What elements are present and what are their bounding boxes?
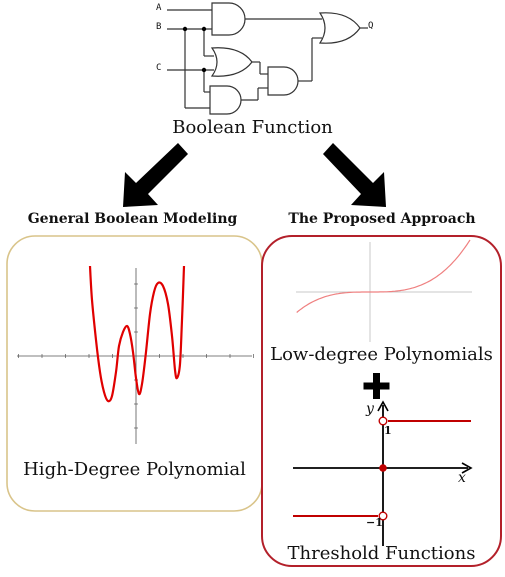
right-panel-frame (261, 235, 502, 567)
input-label-a: A (156, 3, 162, 13)
step-origin-point (379, 464, 387, 472)
step-lower-open-point (378, 511, 388, 521)
logic-circuit (167, 2, 368, 115)
step-upper-open-point (378, 416, 388, 426)
plus-sign (363, 373, 390, 399)
arrow-down-right (323, 143, 386, 207)
right-top-caption: Low-degree Polynomials (270, 344, 493, 365)
threshold-plot (293, 400, 473, 546)
input-label-b: B (156, 22, 162, 32)
cubic-curve (296, 239, 471, 313)
step-upper-value: 1 (384, 424, 392, 437)
input-label-c: C (156, 63, 162, 73)
junction-b-1 (182, 26, 188, 32)
left-panel-caption: High-Degree Polynomial (23, 459, 246, 480)
low-degree-plot (296, 239, 472, 342)
plus-horizontal-bar (363, 382, 390, 390)
flow-arrows (123, 143, 386, 207)
step-x-label: x (458, 470, 466, 486)
junction-c (201, 67, 207, 73)
junction-b-2 (201, 26, 207, 32)
step-y-arrowhead (377, 400, 389, 412)
or-gate-1 (210, 47, 253, 77)
high-degree-curve (88, 265, 186, 403)
left-plot-ticks (18, 283, 254, 429)
output-label-q: Q (368, 21, 374, 31)
circuit-caption: Boolean Function (172, 117, 333, 138)
and-gate-2 (267, 66, 299, 96)
and-gate-3 (209, 85, 242, 115)
or-gate-final (318, 12, 361, 44)
step-lower-value: −1 (366, 516, 383, 529)
and-gate-1 (211, 2, 246, 36)
right-panel-heading: The Proposed Approach (288, 211, 476, 227)
left-panel-heading: General Boolean Modeling (27, 211, 238, 227)
right-bottom-caption: Threshold Functions (287, 543, 476, 564)
step-y-label: y (366, 401, 374, 417)
step-x-arrowhead (461, 462, 473, 474)
high-degree-plot (17, 265, 254, 444)
arrow-down-left (123, 143, 188, 207)
